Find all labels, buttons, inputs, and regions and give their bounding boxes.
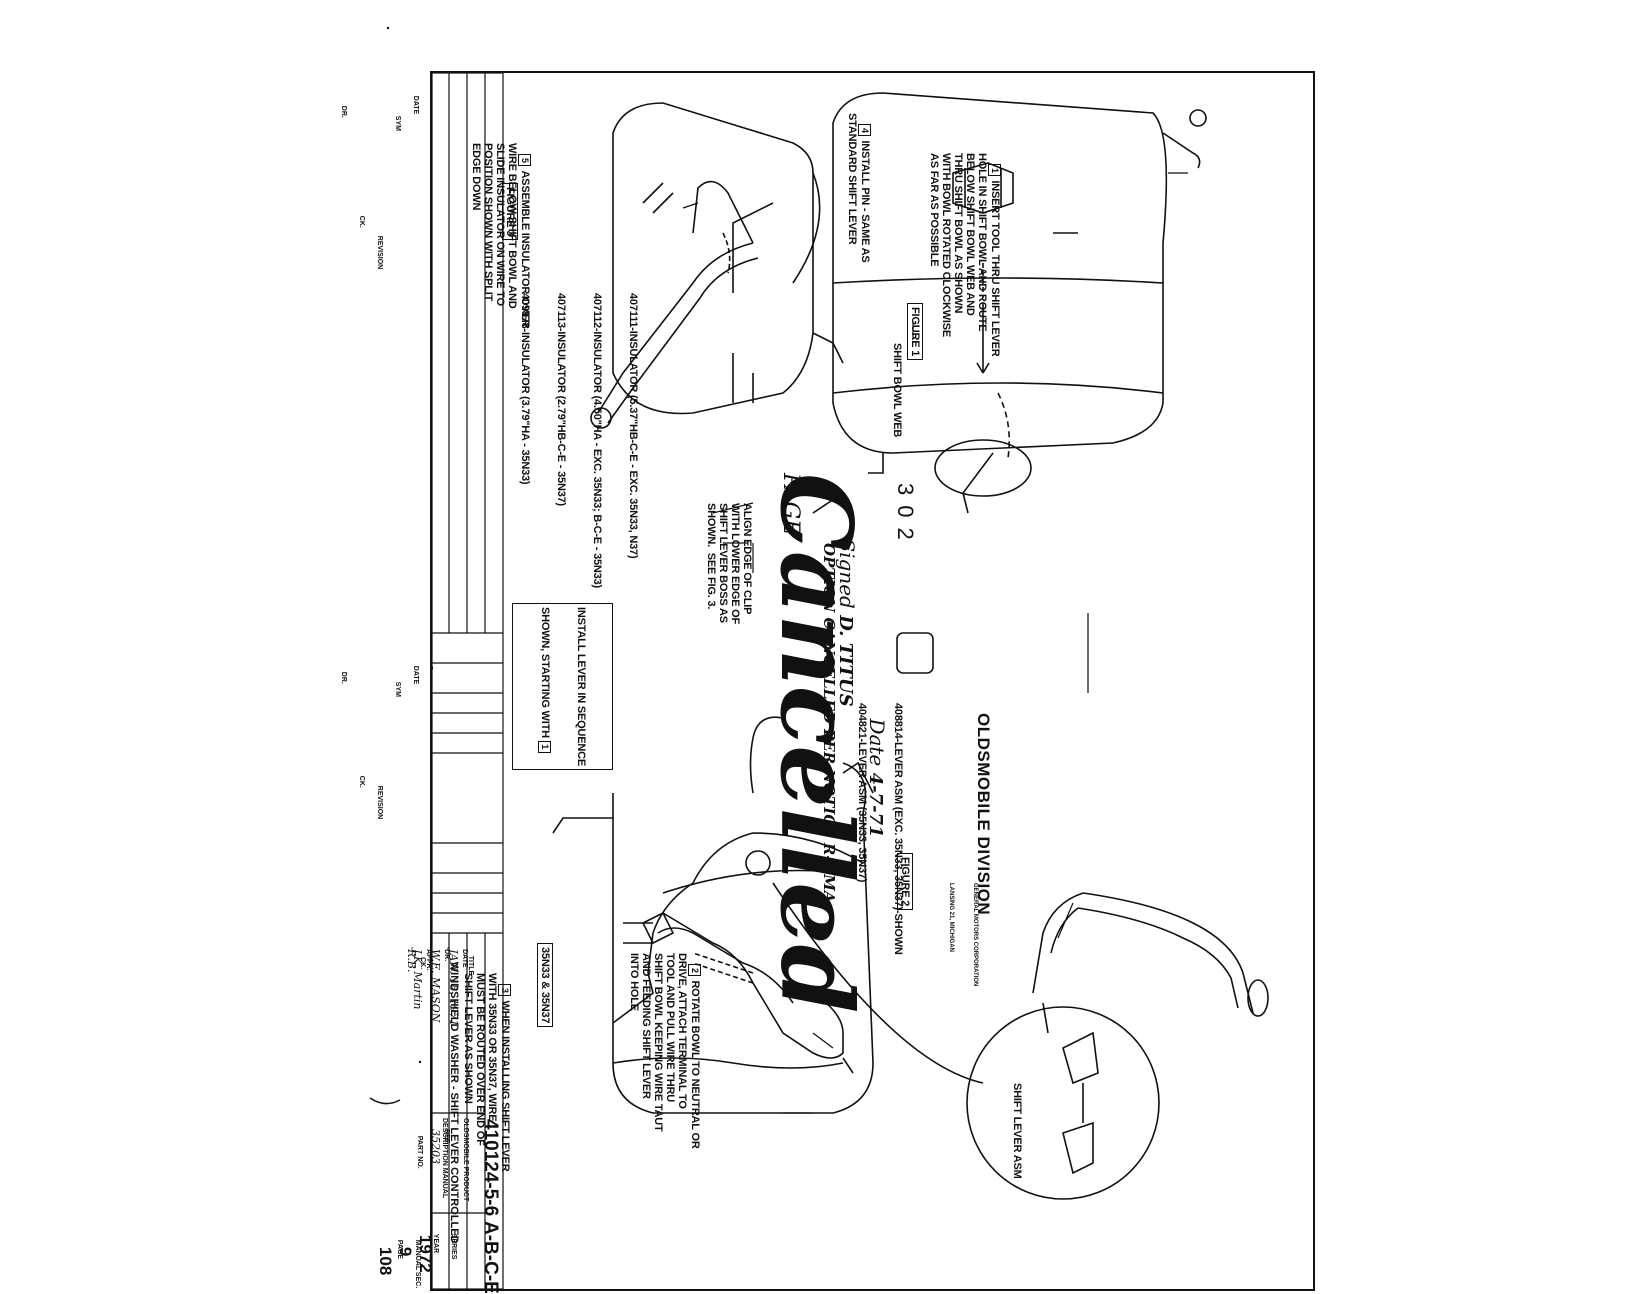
stamp-lines: [723, 542, 1089, 693]
option-codes-label: 35N33 & 35N37: [537, 943, 553, 1028]
note-shift-bowl-web: SHIFT BOWL WEB: [891, 343, 903, 438]
page-value: 108: [376, 1246, 395, 1276]
leader-lines: [682, 172, 1188, 1114]
install-lever-note: INSTALL LEVER IN SEQUENCE SHOWN, STARTIN…: [512, 603, 613, 771]
note-install-pin: 4INSTALL PIN - SAME AS STANDARD SHIFT LE…: [846, 113, 871, 263]
figure1-label: FIGURE 1: [907, 303, 923, 361]
figure2-label: FIGURE 2: [897, 853, 913, 911]
page-number: 302: [893, 483, 918, 550]
insulator-item: 407113-INSULATOR (2.79"HB-C-E - 35N37): [555, 293, 567, 507]
part-no-row: PART NO.: [416, 1135, 423, 1169]
insulator-item: 407111-INSULATOR (5.37"HB-C-E - EXC. 35N…: [627, 293, 639, 559]
note-align-clip: ALIGN EDGE OF CLIP WITH LOWER EDGE OF SH…: [705, 503, 753, 625]
label-shift-lever-asm: SHIFT LEVER ASM: [1011, 1083, 1023, 1179]
figure3-label: FIGURE 3: [502, 183, 518, 241]
year-manual-page-values: 1972 9 108: [355, 1216, 455, 1275]
figure2-drawing: [552, 716, 1269, 1200]
step-number: 5: [518, 154, 531, 167]
series-value: A-B-C-E: [480, 1221, 501, 1294]
note-rotate-bowl: 2ROTATE BOWL TO NEUTRAL OR DRIVE, ATTACH…: [628, 953, 701, 1149]
shift-lever-detail-drawing: [641, 911, 854, 1074]
figure3-drawing: [590, 102, 844, 514]
stamp-signed: Signed D. TITUS: [835, 538, 859, 707]
drawing-sheet: 4INSTALL PIN - SAME AS STANDARD SHIFT LE…: [340, 71, 1315, 1294]
insulator-item: 407112-INSULATOR (4.50"HA - EXC. 35N33; …: [591, 293, 603, 588]
step-number: 1: [988, 164, 1001, 177]
stamp-date: Date 4-7-71: [865, 718, 889, 838]
step-number: 1: [538, 740, 551, 753]
step-number: 4: [858, 124, 871, 137]
approved-row: APPR. J.K. Martin: [411, 949, 432, 1010]
title-block-revision-headers-2: DATE SYM REVISION CK. DR.: [340, 665, 419, 820]
step-number: 2: [688, 964, 701, 977]
note-insert-tool: 1INSERT TOOL THRU SHIFT LEVER HOLE IN SH…: [928, 153, 1001, 357]
part-number-value: 410124-5-6: [480, 1119, 501, 1217]
insulator-item: 409878-INSULATOR (3.79"HA - 35N33): [519, 293, 531, 485]
corp-address: GENERAL MOTORS CORPORATION LANSING 21, M…: [948, 883, 978, 987]
title-block-revision-headers: DATE SYM REVISION CK. DR.: [340, 95, 419, 270]
manual-section-value: 9: [396, 1246, 415, 1257]
figure1-drawing: [832, 92, 1207, 674]
year-value: 1972: [416, 1234, 435, 1273]
drawing-sheet-wrapper: 4INSTALL PIN - SAME AS STANDARD SHIFT LE…: [340, 71, 1550, 1294]
insulator-list: 407111-INSULATOR (5.37"HB-C-E - EXC. 35N…: [495, 293, 663, 588]
